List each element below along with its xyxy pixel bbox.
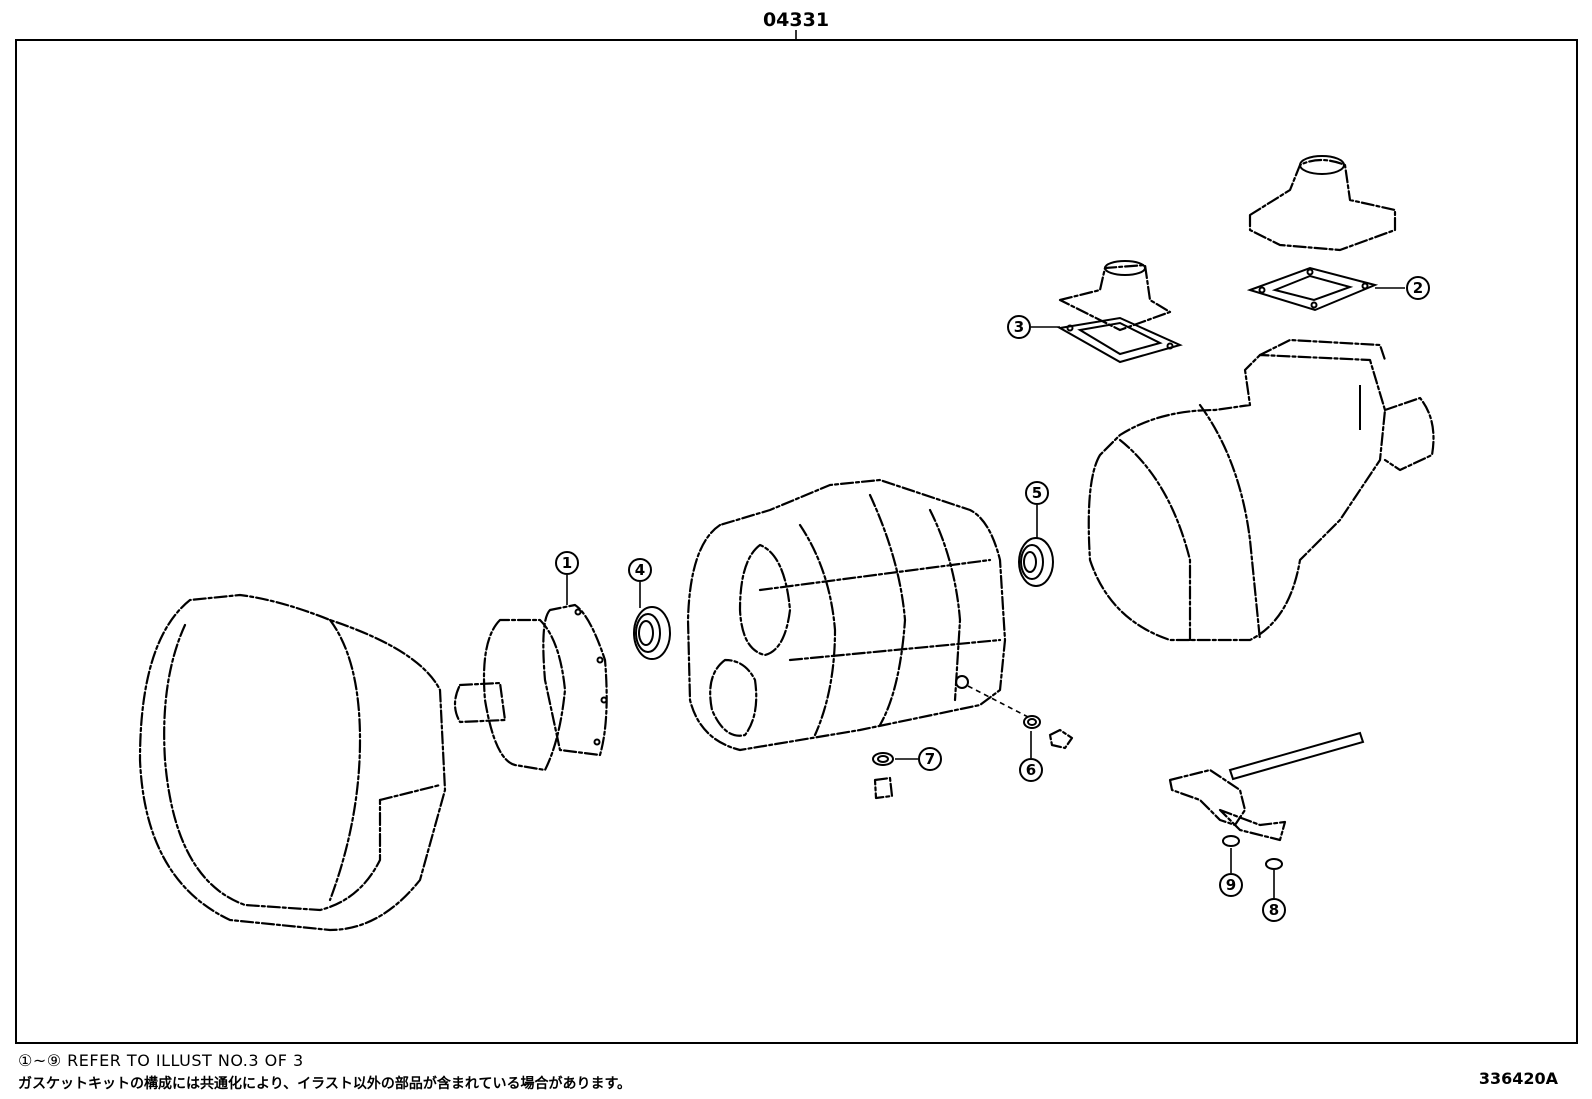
svg-text:6: 6 [1026, 761, 1036, 779]
ring-8 [1265, 858, 1283, 870]
svg-text:4: 4 [635, 561, 645, 579]
callout-6: 6 [1019, 758, 1043, 782]
callout-1: 1 [555, 551, 579, 575]
diagram-frame [15, 39, 1578, 1044]
leader-lines [566, 287, 1405, 898]
callout-2: 2 [1406, 276, 1430, 300]
gasket-kit-note: ガスケットキットの構成には共通化により、イラスト以外の部品が含まれている場合があ… [18, 1076, 632, 1092]
gasket-3 [1057, 316, 1183, 364]
callout-8: 8 [1262, 898, 1286, 922]
oil-seal-5 [1018, 537, 1054, 587]
group-code: 04331 [763, 9, 829, 31]
svg-text:3: 3 [1014, 318, 1024, 336]
callout-3: 3 [1007, 315, 1031, 339]
ring-9 [1222, 835, 1240, 847]
svg-text:2: 2 [1413, 279, 1423, 297]
callout-4: 4 [628, 558, 652, 582]
clutch-housing [138, 593, 447, 932]
input-bearing-retainer [453, 618, 567, 772]
transmission-case [686, 478, 1031, 752]
svg-text:1: 1 [562, 554, 572, 572]
svg-text:8: 8 [1269, 901, 1279, 919]
plug-bolt [1048, 728, 1074, 750]
callout-7: 7 [918, 747, 942, 771]
extension-housing [1087, 338, 1435, 642]
gasket-7 [872, 752, 894, 766]
svg-text:7: 7 [925, 750, 935, 768]
gasket-6 [1023, 715, 1041, 729]
drain-plug [873, 776, 894, 800]
svg-text:9: 9 [1226, 876, 1236, 894]
oil-seal-4 [633, 606, 671, 660]
callout-9: 9 [1219, 873, 1243, 897]
illustration-id: 336420A [1478, 1069, 1558, 1088]
shift-lever-retainer [1248, 155, 1397, 252]
gasket-1 [542, 603, 608, 757]
callout-5: 5 [1025, 481, 1049, 505]
shift-rod [1168, 731, 1365, 842]
gasket-2 [1246, 266, 1379, 312]
reference-note: ①~⑨ REFER TO ILLUST NO.3 OF 3 [18, 1051, 304, 1070]
svg-text:5: 5 [1032, 484, 1042, 502]
